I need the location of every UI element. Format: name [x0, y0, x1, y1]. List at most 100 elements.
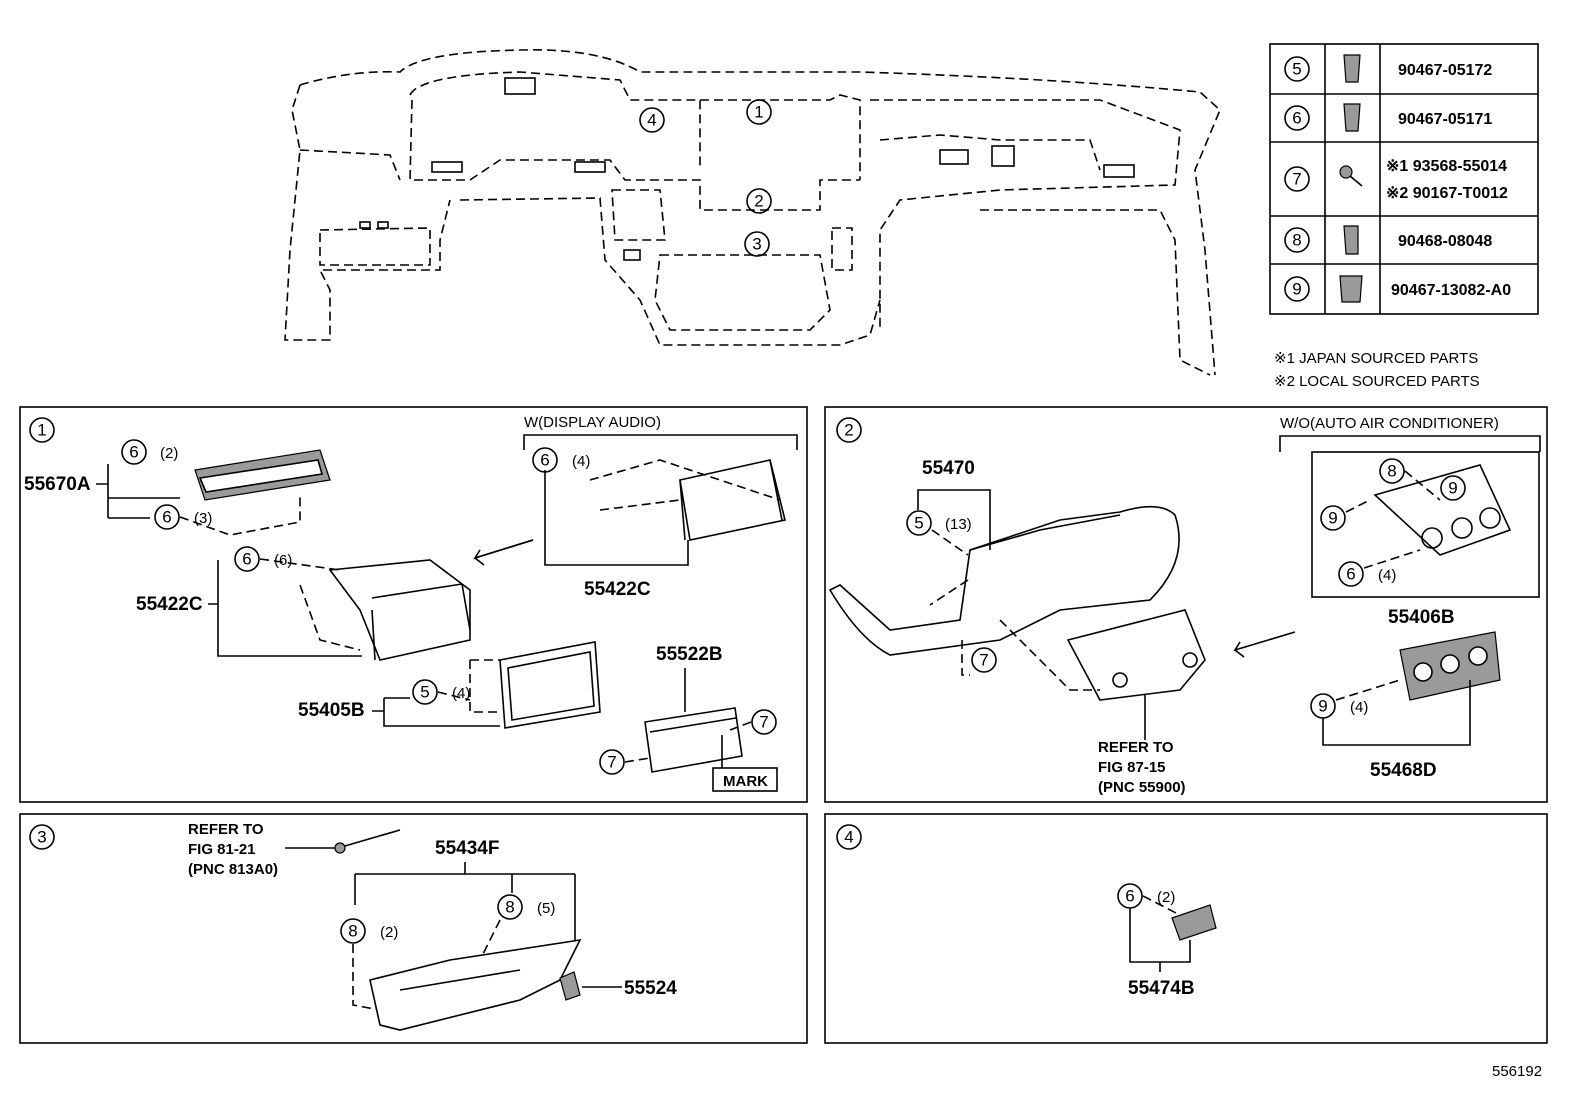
- panel-3-number: 3: [37, 828, 46, 847]
- table-row-5: 5 90467-05172: [1284, 54, 1492, 83]
- svg-text:55406B: 55406B: [1388, 607, 1455, 628]
- svg-text:90467-13082-A0: 90467-13082-A0: [1391, 282, 1511, 299]
- overview-callout-2: 2: [746, 188, 772, 214]
- svg-text:8: 8: [1387, 462, 1396, 481]
- part-55434F: 55434F 8 (5) 8 (2): [340, 838, 582, 1031]
- svg-text:FIG 81-21: FIG 81-21: [188, 841, 256, 858]
- table-row-7: 7 ※1 93568-55014 ※2 90167-T0012: [1284, 158, 1508, 202]
- svg-text:7: 7: [759, 713, 768, 732]
- svg-text:1: 1: [754, 103, 763, 122]
- svg-text:2: 2: [754, 192, 763, 211]
- svg-text:6: 6: [129, 443, 138, 462]
- panel-4: 4 6 (2) 55474B: [824, 813, 1548, 1044]
- part-center-bezel: REFER TO FIG 87-15 (PNC 55900): [999, 609, 1206, 796]
- svg-text:(4): (4): [1378, 567, 1396, 584]
- svg-text:55524: 55524: [624, 978, 677, 999]
- part-55524: 55524: [559, 971, 677, 1001]
- svg-text:6: 6: [162, 508, 171, 527]
- mark-label: MARK: [723, 773, 768, 790]
- panel-1: 1 W(DISPLAY AUDIO) 55670A 6 (2) 6 (3) 55…: [19, 406, 808, 803]
- svg-text:55434F: 55434F: [435, 838, 499, 859]
- svg-text:FIG 87-15: FIG 87-15: [1098, 759, 1166, 776]
- panel-1-number: 1: [37, 421, 46, 440]
- svg-text:※1 93568-55014: ※1 93568-55014: [1386, 158, 1507, 175]
- svg-text:(4): (4): [1350, 699, 1368, 716]
- svg-text:90468-08048: 90468-08048: [1398, 233, 1492, 250]
- part-55406B: 8 9 9 6 (4) 55406B: [1311, 451, 1540, 628]
- svg-text:55422C: 55422C: [584, 579, 651, 600]
- svg-text:5: 5: [914, 514, 923, 533]
- svg-text:55405B: 55405B: [298, 700, 365, 721]
- svg-text:7: 7: [1292, 170, 1301, 189]
- parts-table: 5 90467-05172 6 90467-05171 7 ※1 93568-5…: [1269, 43, 1539, 315]
- table-row-6: 6 90467-05171: [1284, 103, 1492, 132]
- overview-callout-3: 3: [744, 231, 770, 257]
- svg-text:55670A: 55670A: [24, 474, 91, 495]
- svg-text:5: 5: [1292, 60, 1301, 79]
- part-55522B: 55522B 7 7 MARK: [599, 644, 778, 792]
- table-row-8: 8 90468-08048: [1284, 225, 1492, 255]
- part-55405B: 55405B 5 (4): [298, 641, 601, 729]
- clip-icon: [1343, 103, 1361, 132]
- svg-text:6: 6: [242, 550, 251, 569]
- svg-text:※1 JAPAN SOURCED PARTS: ※1 JAPAN SOURCED PARTS: [1274, 350, 1478, 367]
- svg-text:6: 6: [540, 451, 549, 470]
- svg-text:3: 3: [752, 235, 761, 254]
- variant-label-auto-ac: W/O(AUTO AIR CONDITIONER): [1280, 415, 1499, 432]
- svg-text:8: 8: [505, 898, 514, 917]
- svg-text:7: 7: [607, 753, 616, 772]
- screw-icon: [1339, 165, 1363, 187]
- svg-text:55468D: 55468D: [1370, 760, 1437, 781]
- svg-text:(2): (2): [380, 924, 398, 941]
- svg-text:(4): (4): [572, 453, 590, 470]
- panel-4-number: 4: [844, 828, 853, 847]
- svg-text:※2 LOCAL SOURCED PARTS: ※2 LOCAL SOURCED PARTS: [1274, 373, 1480, 390]
- svg-text:(PNC 813A0): (PNC 813A0): [188, 861, 278, 878]
- svg-text:(13): (13): [945, 516, 972, 533]
- part-55422C-right: 55422C 6 (4): [532, 447, 786, 600]
- svg-text:7: 7: [979, 651, 988, 670]
- svg-text:REFER TO: REFER TO: [188, 821, 264, 838]
- panel-3: 3 REFER TO FIG 81-21 (PNC 813A0) 55434F …: [19, 813, 808, 1044]
- svg-text:6: 6: [1346, 565, 1355, 584]
- overview-callout-1: 1: [746, 99, 772, 125]
- svg-text:REFER TO: REFER TO: [1098, 739, 1174, 756]
- part-55422C-left: 55422C 6 (6): [136, 546, 471, 661]
- clip-icon: [1343, 54, 1361, 83]
- arrow-icon: [1233, 631, 1296, 658]
- svg-text:9: 9: [1318, 697, 1327, 716]
- arrow-icon: [473, 539, 534, 566]
- part-55474B: 6 (2) 55474B: [1117, 883, 1217, 999]
- svg-text:※2 90167-T0012: ※2 90167-T0012: [1386, 185, 1508, 202]
- svg-text:5: 5: [420, 683, 429, 702]
- svg-text:(5): (5): [537, 900, 555, 917]
- variant-label-display-audio: W(DISPLAY AUDIO): [524, 414, 661, 431]
- svg-text:90467-05171: 90467-05171: [1398, 111, 1492, 128]
- svg-text:9: 9: [1292, 280, 1301, 299]
- svg-text:55470: 55470: [922, 458, 975, 479]
- svg-text:55522B: 55522B: [656, 644, 723, 665]
- svg-text:55422C: 55422C: [136, 594, 203, 615]
- panel-2-number: 2: [844, 421, 853, 440]
- svg-text:8: 8: [348, 922, 357, 941]
- clip-icon: [1343, 225, 1359, 255]
- part-55468D: 9 (4) 55468D: [1310, 631, 1501, 781]
- svg-text:8: 8: [1292, 231, 1301, 250]
- svg-text:6: 6: [1125, 887, 1134, 906]
- dashboard-overview: 1 2 3 4: [284, 49, 1221, 376]
- svg-text:(3): (3): [194, 510, 212, 527]
- part-55670A: 55670A 6 (2) 6 (3): [24, 439, 331, 536]
- figure-number: 556192: [1492, 1063, 1542, 1080]
- svg-text:(6): (6): [274, 552, 292, 569]
- svg-text:4: 4: [647, 111, 656, 130]
- svg-text:(PNC 55900): (PNC 55900): [1098, 779, 1186, 796]
- panel-2: 2 W/O(AUTO AIR CONDITIONER) 55470 5 (13)…: [824, 406, 1548, 803]
- svg-text:9: 9: [1448, 479, 1457, 498]
- svg-text:90467-05172: 90467-05172: [1398, 62, 1492, 79]
- sourcing-notes: ※1 JAPAN SOURCED PARTS ※2 LOCAL SOURCED …: [1274, 350, 1480, 390]
- svg-text:(4): (4): [452, 685, 470, 702]
- table-row-9: 9 90467-13082-A0: [1284, 275, 1511, 303]
- svg-text:(2): (2): [1157, 889, 1175, 906]
- svg-text:55474B: 55474B: [1128, 978, 1195, 999]
